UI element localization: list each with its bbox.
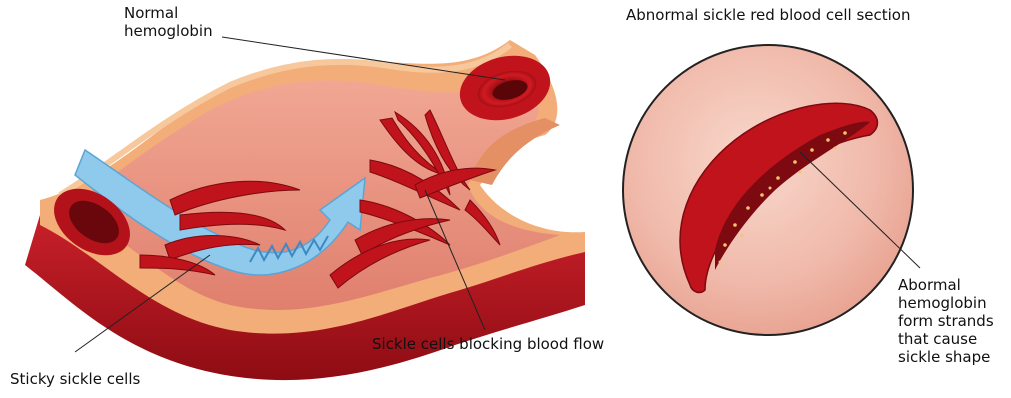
label-line: that cause	[898, 330, 994, 348]
label-line: hemoglobin	[124, 22, 213, 40]
label-normal-hemoglobin: Normal hemoglobin	[124, 4, 213, 40]
inset-cell-section	[623, 45, 913, 335]
label-line: form strands	[898, 312, 994, 330]
label-section-title: Abnormal sickle red blood cell section	[626, 6, 910, 24]
label-line: Normal	[124, 4, 213, 22]
label-line: sickle shape	[898, 348, 994, 366]
label-abnormal-hemoglobin: Abormal hemoglobin form strands that cau…	[898, 276, 994, 366]
label-blocking: Sickle cells blocking blood flow	[372, 335, 604, 353]
label-line: hemoglobin	[898, 294, 994, 312]
label-sticky-cells: Sticky sickle cells	[10, 370, 140, 388]
label-line: Abormal	[898, 276, 994, 294]
